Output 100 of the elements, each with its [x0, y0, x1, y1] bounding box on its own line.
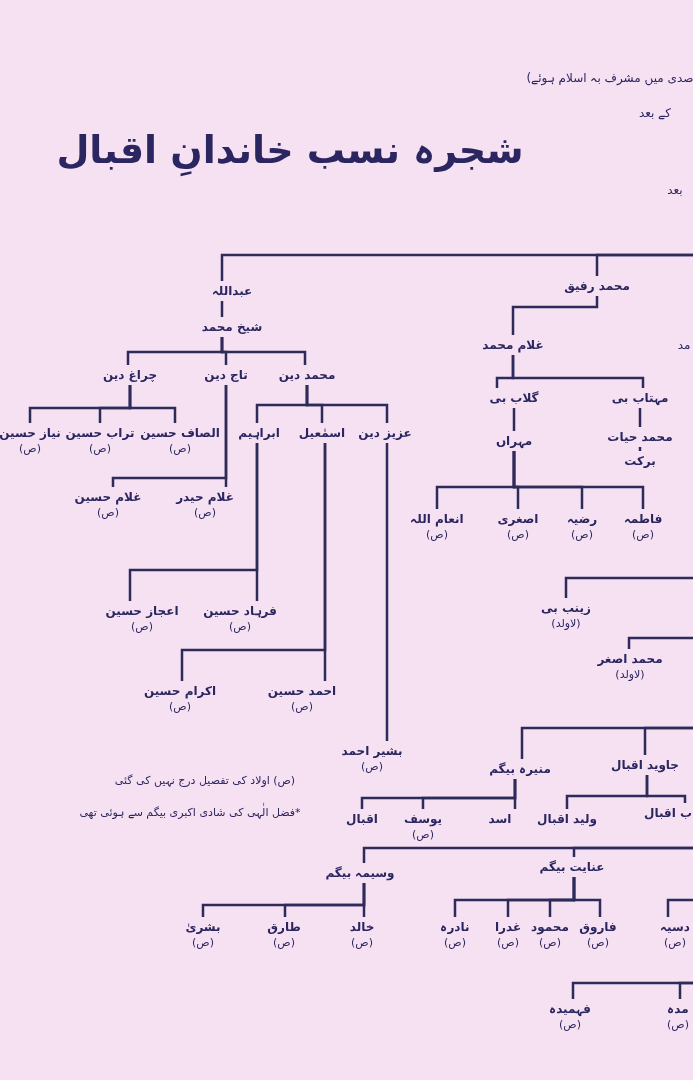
person-name: اعجاز حسین	[104, 603, 180, 620]
person-name: غلام حسین	[73, 489, 143, 506]
connector-line	[638, 408, 642, 427]
person-name: ب اقبال	[643, 805, 693, 822]
connector-line	[678, 981, 693, 999]
person-name: فاطمہ	[622, 511, 664, 528]
person-name: احمد حسین	[266, 683, 338, 700]
person-name: بشیر احمد	[340, 743, 404, 760]
person-name: شیخ محمد	[200, 319, 264, 336]
connector-line	[305, 385, 389, 423]
person-name: محمد رفیق	[563, 278, 631, 295]
person-name: جاوید اقبال	[610, 757, 680, 774]
connector-line	[126, 337, 224, 365]
descendant-note: (ص)	[663, 936, 687, 949]
connector-line	[512, 408, 516, 431]
person-name: تراب حسین	[64, 425, 136, 442]
descendant-note: (ص)	[538, 936, 562, 949]
person-name: دسیہ	[659, 919, 691, 936]
person-name: اصغری	[496, 511, 540, 528]
footnote: *فضل الٰہی کی شادی اکبری بیگم سے ہوئی تھی	[79, 805, 301, 819]
descendant-note: (ص)	[570, 528, 594, 541]
person-name: محمود	[530, 919, 570, 936]
person-name: عزیز دین	[357, 425, 413, 442]
note: کے بعد	[639, 106, 671, 120]
descendant-note: (لاولد)	[614, 668, 646, 681]
descendant-note: (ص)	[168, 442, 192, 455]
person-name: غلام محمد	[481, 337, 545, 354]
descendant-note: (ص)	[290, 700, 314, 713]
connector-line	[360, 779, 517, 809]
person-name: الصاف حسین	[139, 425, 221, 442]
person-name: اقبال	[345, 811, 379, 828]
person-name: انعام اللہ	[409, 511, 465, 528]
connector-line	[201, 883, 366, 917]
connector-line	[111, 385, 228, 487]
note: بعد	[667, 183, 683, 197]
person-name: اسد	[487, 811, 513, 828]
person-name: عنایت بیگم	[538, 859, 606, 876]
person-name: فاروق	[578, 919, 618, 936]
descendant-note: (ص)	[191, 936, 215, 949]
person-name: غلام حیدر	[174, 489, 235, 506]
connector-line	[28, 385, 132, 423]
descendant-note: (ص)	[272, 936, 296, 949]
person-name: طارق	[266, 919, 302, 936]
descendant-note: (ص)	[631, 528, 655, 541]
descendant-note: (ص)	[586, 936, 610, 949]
connector-line	[511, 355, 645, 388]
descendant-note: (ص)	[558, 1018, 582, 1031]
connector-line	[180, 443, 327, 681]
person-name: غدرا	[493, 919, 523, 936]
person-name: رضیہ	[565, 511, 599, 528]
person-name: اسمٰعیل	[297, 425, 347, 442]
descendant-note: (ص)	[350, 936, 374, 949]
person-name: مدہ	[666, 1001, 690, 1018]
connector-line	[385, 443, 389, 741]
descendant-note: (ص)	[18, 442, 42, 455]
footnote: (ص) اولاد کی تفصیل درج نہیں کی گئی	[114, 773, 296, 787]
person-name: منیرہ بیگم	[488, 761, 552, 778]
descendant-note: (ص)	[168, 700, 192, 713]
descendant-note: (ص)	[411, 828, 435, 841]
person-name: خالد	[348, 919, 376, 936]
person-name: چراغ دین	[101, 367, 159, 384]
descendant-note: (ص)	[496, 936, 520, 949]
person-name: مہتاب بی	[610, 390, 670, 407]
descendant-note: (ص)	[193, 506, 217, 519]
person-name: گلاب بی	[488, 390, 540, 407]
connector-line	[362, 846, 693, 863]
person-name: محمد اصغر	[596, 651, 664, 668]
person-name: فہمیدہ	[548, 1001, 592, 1018]
person-name: ولید اقبال	[536, 811, 598, 828]
person-name: نادرہ	[439, 919, 471, 936]
connector-line	[220, 301, 224, 317]
descendant-note: (ص)	[360, 760, 384, 773]
descendant-note: (ص)	[130, 620, 154, 633]
person-name: فرہاد حسین	[202, 603, 278, 620]
person-name: برکت	[623, 453, 657, 470]
person-name: وسیمہ بیگم	[324, 865, 396, 882]
descendant-note: (ص)	[88, 442, 112, 455]
connector-line	[512, 451, 645, 509]
connector-line	[595, 253, 693, 276]
person-name: زینب بی	[540, 600, 592, 617]
descendant-note: (ص)	[228, 620, 252, 633]
descendant-note: (ص)	[425, 528, 449, 541]
person-name: محمد دین	[277, 367, 337, 384]
connector-line	[453, 877, 576, 917]
person-name: عبداللہ	[210, 283, 254, 300]
person-name: اکرام حسین	[142, 683, 218, 700]
person-name: یوسف	[402, 811, 444, 828]
connector-line	[643, 726, 693, 755]
connector-line	[638, 447, 642, 451]
note: صدی میں مشرف بہ اسلام ہوئے)	[526, 71, 693, 85]
person-name: ابراہیم	[237, 425, 281, 442]
person-name: مہراں	[494, 433, 534, 450]
descendant-note: (ص)	[506, 528, 530, 541]
connector-line	[645, 775, 687, 803]
person-name: محمد حیات	[606, 429, 674, 446]
descendant-note: (ص)	[666, 1018, 690, 1031]
descendant-note: (ص)	[443, 936, 467, 949]
note: مد	[677, 338, 691, 352]
descendant-note: (ص)	[96, 506, 120, 519]
connector-line	[128, 443, 259, 601]
